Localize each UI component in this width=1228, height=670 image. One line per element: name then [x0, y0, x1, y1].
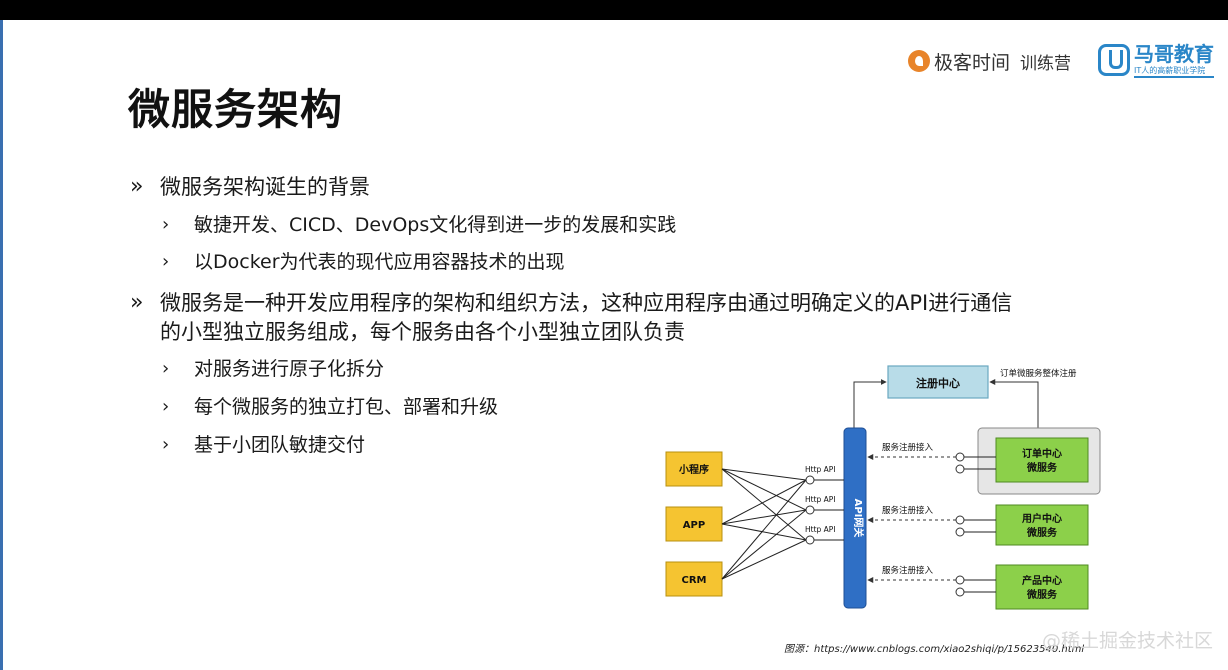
sub-bullet-1-1: › 敏捷开发、CICD、DevOps文化得到进一步的发展和实践: [162, 211, 677, 239]
api-gateway-label: API网关: [852, 499, 865, 538]
microservice-architecture-diagram: 注册中心 订单微服务整体注册 API网关 小程序 APP CRM Http AP…: [665, 365, 1101, 610]
sub-bullet-marker: ›: [162, 434, 170, 455]
service-user-line1: 用户中心: [1021, 512, 1062, 525]
service-order-line1: 订单中心: [1022, 447, 1062, 460]
sub-bullet-2-2-text: 每个微服务的独立打包、部署和升级: [194, 396, 499, 418]
sub-bullet-1-2-text: 以Docker为代表的现代应用容器技术的出现: [194, 251, 565, 273]
http-api-ports: [805, 475, 815, 545]
sub-bullet-1-1-text: 敏捷开发、CICD、DevOps文化得到进一步的发展和实践: [194, 214, 677, 236]
sub-bullet-marker: ›: [162, 251, 170, 272]
mage-logo-slogan: IT人的高薪职业学院: [1134, 65, 1214, 78]
register-label-order: 服务注册接入: [882, 442, 934, 453]
sub-bullet-marker: ›: [162, 214, 170, 235]
bullet-1-text: 微服务架构诞生的背景: [160, 175, 370, 199]
watermark: @稀土掘金技术社区: [1042, 630, 1214, 652]
sub-bullet-2-1-text: 对服务进行原子化拆分: [194, 358, 385, 380]
api-gateway-bar: [843, 427, 867, 609]
gateway-registry-connector: [851, 379, 887, 434]
client-box-crm: [665, 561, 723, 597]
registry-group-label: 订单微服务整体注册: [1000, 368, 1077, 379]
client-box-mini-program: [665, 451, 723, 487]
bullet-2-text-line2: 的小型独立服务组成，每个服务由各个小型独立团队负责: [160, 320, 685, 344]
geektime-logo-subtext: 训练营: [1020, 53, 1072, 74]
service-product-line2: 微服务: [1026, 588, 1058, 601]
bullet-1: » 微服务架构诞生的背景: [130, 172, 370, 202]
bullet-2: » 微服务是一种开发应用程序的架构和组织方法，这种应用程序由通过明确定义的API…: [130, 288, 1013, 318]
sub-bullet-2-1: › 对服务进行原子化拆分: [162, 355, 385, 383]
sub-bullet-marker: ›: [162, 358, 170, 379]
register-label-user: 服务注册接入: [882, 505, 934, 516]
service-box-user: [995, 504, 1089, 546]
service-box-product: [995, 564, 1089, 610]
sub-bullet-1-2: › 以Docker为代表的现代应用容器技术的出现: [162, 248, 565, 276]
registry-box: [887, 365, 989, 399]
register-label-product: 服务注册接入: [882, 565, 934, 576]
order-registry-connector: [989, 379, 1039, 428]
client-to-api-lines: [721, 468, 844, 580]
geektime-logo-text: 极客时间: [934, 51, 1011, 74]
http-api-label-3: Http API: [805, 525, 836, 534]
service-product-line1: 产品中心: [1022, 574, 1062, 587]
mage-logo-icon: [1098, 44, 1130, 76]
sub-bullet-2-3: › 基于小团队敏捷交付: [162, 431, 366, 459]
left-edge-strip: [0, 20, 3, 670]
sub-bullet-2-3-text: 基于小团队敏捷交付: [194, 434, 366, 456]
service-box-order: [995, 437, 1089, 483]
bullet-2-continuation: 的小型独立服务组成，每个服务由各个小型独立团队负责: [160, 317, 685, 347]
registration-arrows: [867, 454, 956, 583]
top-black-bar: [0, 0, 1228, 20]
service-order-line2: 微服务: [1026, 461, 1058, 474]
mage-logo: 马哥教育 IT人的高薪职业学院: [1098, 40, 1214, 80]
geektime-logo: 极客时间 训练营: [908, 48, 1071, 74]
service-user-line2: 微服务: [1026, 526, 1058, 539]
client-label-mini-program: 小程序: [678, 463, 709, 476]
client-box-app: [665, 506, 723, 542]
bullet-2-text-line1: 微服务是一种开发应用程序的架构和组织方法，这种应用程序由通过明确定义的API进行…: [160, 291, 1013, 315]
geektime-logo-icon: [908, 50, 930, 72]
client-label-app: APP: [683, 520, 705, 531]
registry-label: 注册中心: [916, 376, 960, 390]
slide-title: 微服务架构: [128, 85, 344, 134]
service-port-lines: [964, 456, 996, 593]
http-api-label-2: Http API: [805, 495, 836, 504]
client-label-crm: CRM: [682, 575, 707, 586]
http-api-label-1: Http API: [805, 465, 836, 474]
sub-bullet-marker: ›: [162, 396, 170, 417]
service-ports: [955, 452, 965, 597]
bullet-marker: »: [130, 174, 144, 199]
sub-bullet-2-2: › 每个微服务的独立打包、部署和升级: [162, 393, 499, 421]
bullet-marker: »: [130, 290, 144, 315]
mage-logo-text: 马哥教育: [1134, 41, 1214, 66]
image-source-caption: 图源：https://www.cnblogs.com/xiao2shiqi/p/…: [784, 644, 1085, 655]
